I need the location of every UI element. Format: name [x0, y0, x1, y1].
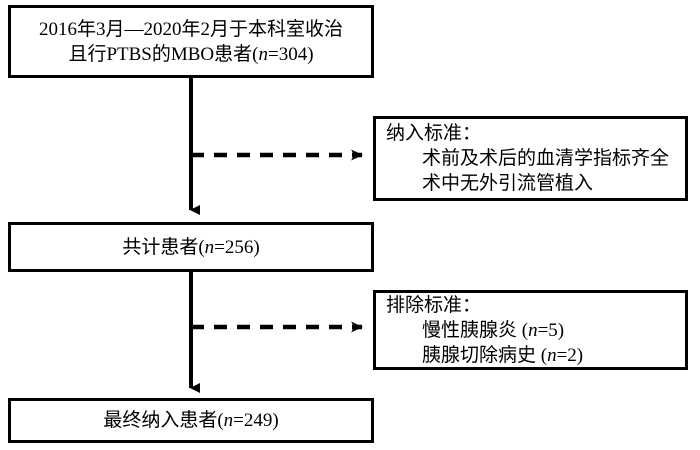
exclusion-item-2-n: n	[547, 344, 557, 366]
exclusion-item-1-prefix: 慢性胰腺炎 (	[422, 319, 529, 341]
exclusion-criteria-item-1: 慢性胰腺炎 (n=5)	[376, 318, 685, 343]
exclusion-item-2-suffix: =2)	[556, 344, 584, 366]
node-final-n: n	[223, 410, 234, 431]
node-final-text: 最终纳入患者(n=249)	[103, 408, 278, 433]
node-source-line1: 2016年3月—2020年2月于本科室收治	[38, 18, 343, 40]
inclusion-criteria-title: 纳入标准：	[386, 123, 482, 144]
node-source-cohort: 2016年3月—2020年2月于本科室收治 且行PTBS的MBO患者(n=304…	[8, 5, 374, 78]
node-source-line2-n: n	[258, 43, 268, 65]
exclusion-item-1-n: n	[528, 319, 538, 341]
node-inclusion-criteria: 纳入标准： 术前及术后的血清学指标齐全 术中无外引流管植入	[373, 116, 688, 201]
node-final-included: 最终纳入患者(n=249)	[8, 398, 374, 443]
node-final-prefix: 最终纳入患者(	[103, 410, 224, 431]
node-total-prefix: 共计患者(	[122, 236, 205, 258]
exclusion-criteria-item-2: 胰腺切除病史 (n=2)	[376, 343, 685, 368]
node-total-suffix: =256)	[214, 236, 260, 258]
node-source-text: 2016年3月—2020年2月于本科室收治 且行PTBS的MBO患者(n=304…	[39, 17, 343, 67]
node-total-text: 共计患者(n=256)	[122, 235, 259, 260]
inclusion-criteria-item-1: 术前及术后的血清学指标齐全	[422, 148, 670, 169]
exclusion-criteria-title: 排除标准：	[386, 294, 482, 316]
exclusion-item-2-prefix: 胰腺切除病史 (	[422, 344, 548, 366]
node-total-patients: 共计患者(n=256)	[8, 222, 374, 272]
node-source-line2-suffix: =304)	[267, 43, 314, 65]
exclusion-item-1-suffix: =5)	[537, 319, 565, 341]
node-total-n: n	[204, 236, 215, 258]
node-source-line2: 且行PTBS的MBO患者(n=304)	[39, 42, 343, 67]
node-exclusion-criteria: 排除标准： 慢性胰腺炎 (n=5) 胰腺切除病史 (n=2)	[373, 290, 688, 370]
node-source-line2-prefix: 且行PTBS的MBO患者(	[68, 43, 259, 65]
node-final-suffix: =249)	[233, 410, 279, 431]
inclusion-criteria-item-2: 术中无外引流管植入	[422, 173, 594, 194]
